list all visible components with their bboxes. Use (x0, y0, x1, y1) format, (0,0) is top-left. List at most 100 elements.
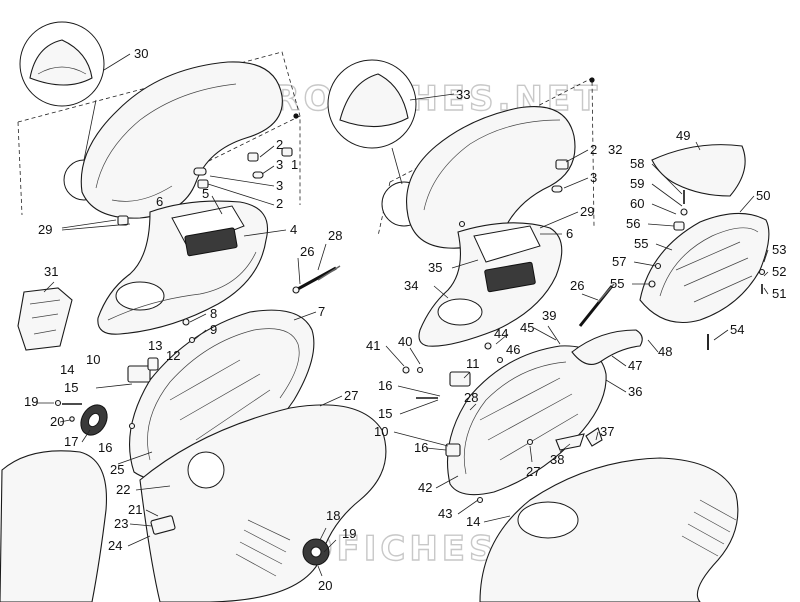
left-gas-strut (292, 265, 341, 294)
leader-lines (36, 93, 769, 577)
seat-detail-inset (19, 21, 105, 107)
callout-42: 42 (418, 480, 432, 495)
callout-20: 20 (50, 414, 64, 429)
callout-45: 45 (520, 320, 534, 335)
callout-3c: 3 (590, 170, 597, 185)
callout-15: 15 (64, 380, 78, 395)
callout-15b: 15 (378, 406, 392, 421)
callout-25: 25 (110, 462, 124, 477)
callout-29b: 29 (580, 204, 594, 219)
callout-57: 57 (612, 254, 626, 269)
callout-12: 12 (166, 348, 180, 363)
callout-27: 27 (344, 388, 358, 403)
callout-31: 31 (44, 264, 58, 279)
callout-23: 23 (114, 516, 128, 531)
middle-gas-strut (578, 283, 615, 327)
callout-56: 56 (626, 216, 640, 231)
callout-17: 17 (64, 434, 78, 449)
callout-19: 19 (24, 394, 38, 409)
callout-27b: 27 (526, 464, 540, 479)
callout-6: 6 (156, 194, 163, 209)
callout-3b: 3 (276, 178, 283, 193)
callout-41: 41 (366, 338, 380, 353)
callout-8: 8 (210, 306, 217, 321)
callout-55: 55 (634, 236, 648, 251)
callout-54: 54 (730, 322, 744, 337)
callout-16b: 16 (378, 378, 392, 393)
callout-16: 16 (98, 440, 112, 455)
callout-24: 24 (108, 538, 122, 553)
callout-18: 18 (326, 508, 340, 523)
callout-21: 21 (128, 502, 142, 517)
callout-59: 59 (630, 176, 644, 191)
callout-26b: 26 (570, 278, 584, 293)
callout-7: 7 (318, 304, 325, 319)
callout-34: 34 (404, 278, 418, 293)
luggage-rack (639, 212, 770, 324)
callout-60: 60 (630, 196, 644, 211)
callout-52: 52 (772, 264, 786, 279)
callout-13: 13 (148, 338, 162, 353)
callout-26: 26 (300, 244, 314, 259)
callout-39: 39 (542, 308, 556, 323)
callout-32: 32 (608, 142, 622, 157)
callout-58: 58 (630, 156, 644, 171)
handle (571, 329, 643, 365)
callout-14: 14 (60, 362, 74, 377)
callout-46: 46 (506, 342, 520, 357)
backrest-pad (651, 144, 746, 197)
callout-37: 37 (600, 424, 614, 439)
callout-16c: 16 (414, 440, 428, 455)
left-saddle (80, 61, 283, 219)
left-disc (80, 404, 108, 436)
callout-2b: 2 (276, 196, 283, 211)
callout-55b: 55 (610, 276, 624, 291)
rack-hardware (648, 190, 766, 350)
left-latch (95, 357, 159, 389)
callout-30: 30 (134, 46, 148, 61)
callout-50: 50 (756, 188, 770, 203)
callout-44: 44 (494, 326, 508, 341)
callout-labels: 30 29 2 3 1 3 2 5 6 4 28 26 31 8 9 7 13 … (24, 46, 786, 593)
frame-dot-2 (589, 77, 595, 83)
callout-51: 51 (772, 286, 786, 301)
callout-5: 5 (202, 186, 209, 201)
callout-14b: 14 (466, 514, 480, 529)
callout-4: 4 (290, 222, 297, 237)
callout-29: 29 (38, 222, 52, 237)
left-pouch (17, 287, 73, 351)
callout-38: 38 (550, 452, 564, 467)
callout-33: 33 (456, 87, 470, 102)
middle-seat-pan (418, 222, 563, 347)
left-seat-pan (97, 200, 268, 335)
callout-3: 3 (276, 157, 283, 172)
callout-40: 40 (398, 334, 412, 349)
right-scooter-body (479, 457, 739, 602)
left-scooter-body (0, 404, 387, 602)
callout-20b: 20 (318, 578, 332, 593)
middle-storage-tray (447, 345, 607, 496)
callout-10: 10 (86, 352, 100, 367)
callout-6b: 6 (566, 226, 573, 241)
callout-49: 49 (676, 128, 690, 143)
callout-9: 9 (210, 322, 217, 337)
middle-seat-detail-inset (327, 59, 417, 149)
callout-28: 28 (328, 228, 342, 243)
callout-35: 35 (428, 260, 442, 275)
callout-48: 48 (658, 344, 672, 359)
callout-19b: 19 (342, 526, 356, 541)
callout-10b: 10 (374, 424, 388, 439)
callout-22: 22 (116, 482, 130, 497)
callout-36: 36 (628, 384, 642, 399)
callout-28b: 28 (464, 390, 478, 405)
callout-53: 53 (772, 242, 786, 257)
callout-1: 1 (291, 157, 298, 172)
frame-dot (293, 113, 299, 119)
callout-11: 11 (466, 356, 480, 371)
callout-2c: 2 (590, 142, 597, 157)
left-clips (117, 147, 293, 226)
callout-47: 47 (628, 358, 642, 373)
callout-2: 2 (276, 137, 283, 152)
callout-43: 43 (438, 506, 452, 521)
